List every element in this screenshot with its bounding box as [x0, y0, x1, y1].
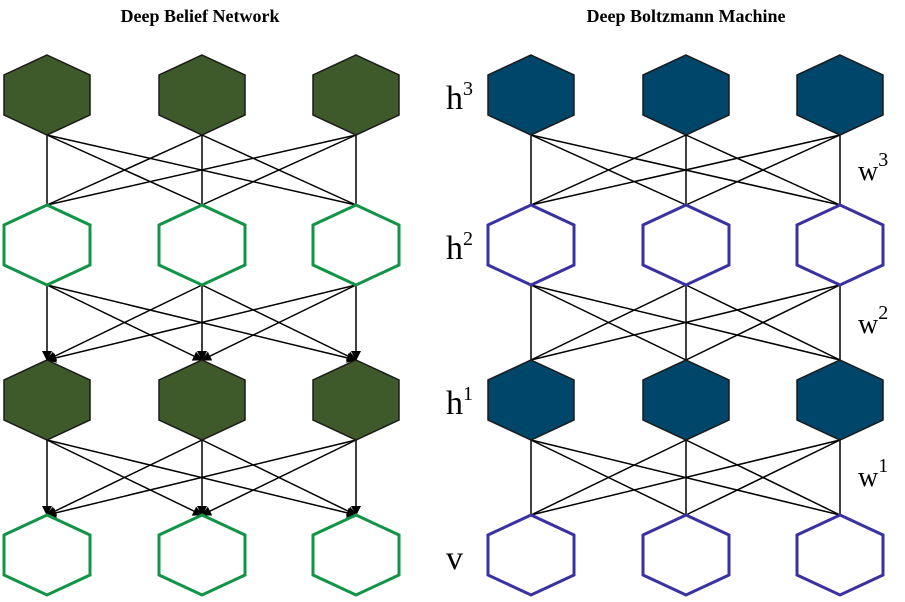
- dbn-node-layer0-unit1: [158, 54, 246, 136]
- dbm-node-layer3-unit1: [641, 513, 731, 597]
- dbn-node-layer2-unit0: [3, 359, 91, 441]
- dbn-node-layer0-unit2: [312, 54, 400, 136]
- dbm-node-layer3-unit2: [795, 513, 885, 597]
- dbm-layer-label-1-base: h: [446, 230, 463, 267]
- dbm-layer-label-1: h2: [446, 228, 473, 267]
- dbm-edge-1-2-1: [685, 284, 841, 361]
- dbn-node-layer3-unit2: [311, 513, 401, 597]
- dbm-node-layer0-unit1: [642, 54, 730, 136]
- dbm-edge-1-2-0: [530, 284, 841, 361]
- dbn-edge-1-2-0: [46, 284, 357, 363]
- dbm-node-layer1-unit2: [795, 203, 885, 287]
- dbn-title: Deep Belief Network: [121, 6, 280, 26]
- dbm-layer-label-2-sup: 1: [463, 383, 473, 405]
- dbm-title: Deep Boltzmann Machine: [587, 6, 786, 26]
- dbn-node-layer3-unit1: [157, 513, 247, 597]
- dbm-layer-label-1-sup: 2: [463, 228, 473, 250]
- dbm-weight-label-0-base: w: [858, 156, 879, 187]
- dbm-edge-0-2-0: [530, 134, 841, 206]
- dbm-weight-label-1-sup: 2: [878, 302, 888, 324]
- dbn-node-layer1-unit0: [2, 203, 92, 287]
- dbm-layer-label-2-base: h: [446, 385, 463, 422]
- dbn-edge-2-2-1: [201, 439, 357, 516]
- dbm-nodes: [486, 54, 885, 597]
- dbm-layer-label-0-sup: 3: [463, 78, 473, 100]
- dbn-edge-0-2-0: [46, 134, 357, 206]
- dbm-weight-label-2-base: w: [858, 462, 879, 493]
- dbm-edge-0-1-0: [530, 134, 687, 206]
- dbm-weight-label-0-sup: 3: [878, 149, 888, 171]
- dbn-edge-1-2-1: [201, 284, 357, 361]
- dbn-edge-2-1-0: [46, 439, 203, 516]
- dbm-node-layer0-unit2: [796, 54, 884, 136]
- dbm-layer-label-0-base: h: [446, 80, 463, 117]
- dbm-weight-label-2: w1: [858, 455, 888, 493]
- dbm-layer-label-0: h3: [446, 78, 473, 117]
- dbn-node-layer2-unit2: [312, 359, 400, 441]
- dbn-edge-0-2-1: [201, 134, 357, 206]
- dbm-layer-label-3-base: v: [446, 540, 463, 577]
- dbm-layer-label-2: h1: [446, 383, 473, 422]
- dbm-weight-label-1: w2: [858, 302, 888, 340]
- dbn-edges: [42, 134, 361, 518]
- dbn-node-layer1-unit2: [311, 203, 401, 287]
- dbn-node-layer2-unit1: [158, 359, 246, 441]
- dbm-layer-label-3: v: [446, 540, 463, 577]
- dbm-edge-2-1-0: [530, 439, 687, 516]
- dbm-weight-label-1-base: w: [858, 309, 879, 340]
- dbn-edge-1-1-0: [46, 284, 203, 361]
- dbn-node-layer0-unit0: [3, 54, 91, 136]
- dbm-edge-1-1-0: [530, 284, 687, 361]
- dbm-node-layer1-unit0: [486, 203, 576, 287]
- dbm-node-layer3-unit0: [486, 513, 576, 597]
- dbn-node-layer1-unit1: [157, 203, 247, 287]
- dbm-edge-2-2-0: [530, 439, 841, 516]
- dbm-edge-2-2-1: [685, 439, 841, 516]
- dbm-node-layer0-unit0: [487, 54, 575, 136]
- dbm-edge-0-2-1: [685, 134, 841, 206]
- dbn-node-layer3-unit0: [2, 513, 92, 597]
- dbm-weight-label-0: w3: [858, 149, 888, 187]
- dbm-weight-label-2-sup: 1: [878, 455, 888, 477]
- dbm-edges: [530, 134, 841, 516]
- dbm-node-layer2-unit1: [642, 359, 730, 441]
- dbm-node-layer2-unit0: [487, 359, 575, 441]
- dbn-nodes: [2, 54, 401, 597]
- dbn-edge-2-2-0: [46, 439, 357, 518]
- dbm-node-layer1-unit1: [641, 203, 731, 287]
- dbm-node-layer2-unit2: [796, 359, 884, 441]
- dbn-edge-0-1-0: [46, 134, 203, 206]
